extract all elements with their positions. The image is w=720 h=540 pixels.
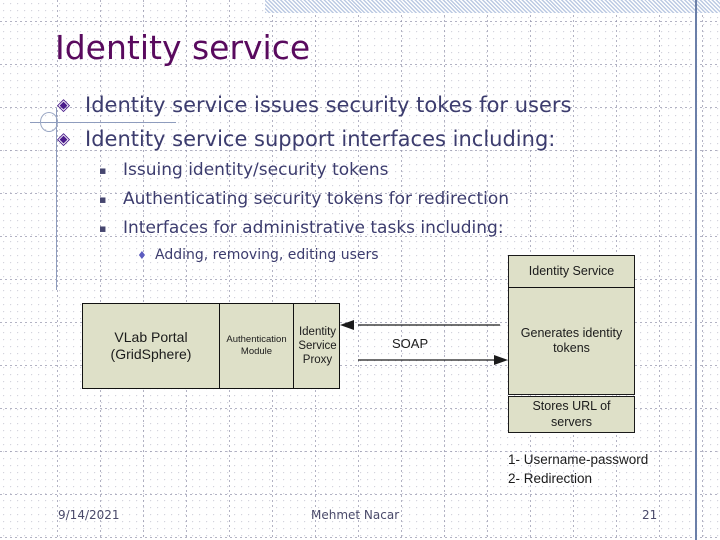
left-component-group: VLab Portal (GridSphere) Authentication … — [82, 303, 340, 389]
grid-line-vertical — [143, 0, 144, 540]
grid-line-horizontal — [0, 236, 720, 237]
right-accent-rule — [695, 0, 697, 540]
grid-line-vertical — [100, 0, 101, 540]
arrowhead-right-icon — [494, 355, 508, 365]
grid-line-vertical — [229, 0, 230, 540]
bullet-text: Adding, removing, editing users — [155, 247, 379, 263]
grid-line-horizontal — [0, 21, 720, 22]
auth-module-line2: Module — [240, 346, 273, 357]
bullet-text: Identity service issues security tokes f… — [85, 93, 572, 117]
decorative-vertical-line — [56, 108, 57, 290]
decorative-horizontal-line — [30, 122, 176, 123]
square-bullet-icon: ▪ — [99, 222, 107, 235]
grid-line-vertical — [272, 0, 273, 540]
grid-line-vertical — [659, 0, 660, 540]
footer-date: 9/14/2021 — [58, 508, 120, 522]
footer-author: Mehmet Nacar — [311, 508, 400, 522]
vlab-portal-line1: VLab Portal — [114, 328, 188, 345]
grid-line-horizontal — [0, 537, 720, 538]
grid-line-vertical — [487, 0, 488, 540]
grid-line-horizontal — [0, 279, 720, 280]
legend-item-1: 1- Username-password — [508, 452, 649, 467]
small-diamond-bullet-icon: ♦ — [137, 249, 147, 262]
bullet-item: ◈ Identity service support interfaces in… — [55, 122, 675, 156]
soap-connector-label: SOAP — [392, 336, 429, 351]
stores-line1: Stores URL of — [532, 399, 611, 414]
identity-service-proxy-box: Identity Service Proxy — [294, 304, 341, 388]
grid-line-vertical — [358, 0, 359, 540]
bullet-item: ▪ Interfaces for administrative tasks in… — [55, 214, 675, 243]
proxy-line1: Identity — [298, 325, 337, 338]
proxy-line3: Proxy — [302, 354, 333, 366]
arrowhead-left-icon — [340, 320, 354, 330]
grid-line-horizontal — [0, 408, 720, 409]
bullet-item: ♦ Adding, removing, editing users — [55, 243, 675, 268]
diagram-legend: 1- Username-password 2- Redirection — [508, 450, 648, 488]
vlab-portal-box: VLab Portal (GridSphere) — [83, 304, 220, 388]
bullet-text: Interfaces for administrative tasks incl… — [123, 218, 504, 238]
grid-line-horizontal — [0, 150, 720, 151]
bullet-text: Identity service support interfaces incl… — [85, 127, 556, 151]
footer-page-number: 21 — [642, 508, 658, 522]
grid-line-vertical — [186, 0, 187, 540]
grid-line-vertical — [315, 0, 316, 540]
grid-line-horizontal — [0, 365, 720, 366]
bullet-item: ◈ Identity service issues security tokes… — [55, 88, 675, 122]
slide-title: Identity service — [55, 28, 311, 67]
grid-line-vertical — [444, 0, 445, 540]
legend-item-2: 2- Redirection — [508, 471, 593, 486]
slide-footer: 9/14/2021 Mehmet Nacar 21 — [0, 508, 720, 530]
grid-line-vertical — [401, 0, 402, 540]
generates-identity-tokens-box: Generates identity tokens — [508, 288, 635, 395]
grid-line-vertical — [57, 0, 58, 540]
vlab-portal-line2: (GridSphere) — [110, 346, 192, 362]
decorative-circle-icon — [40, 112, 58, 132]
grid-line-horizontal — [0, 64, 720, 65]
bullet-item: ▪ Issuing identity/security tokens — [55, 156, 675, 185]
identity-service-header-text: Identity Service — [528, 263, 615, 278]
auth-module-line1: Authentication — [226, 334, 287, 346]
square-bullet-icon: ▪ — [99, 164, 107, 177]
grid-line-horizontal — [0, 107, 720, 108]
proxy-line2: Service — [298, 339, 337, 352]
grid-line-horizontal — [0, 322, 720, 323]
diamond-bullet-icon: ◈ — [57, 95, 71, 115]
bullet-item: ▪ Authenticating security tokens for red… — [55, 185, 675, 214]
grid-line-horizontal — [0, 193, 720, 194]
grid-line-horizontal — [0, 451, 720, 452]
square-bullet-icon: ▪ — [99, 193, 107, 206]
authentication-module-box: Authentication Module — [220, 304, 294, 388]
slide-body: ◈ Identity service issues security tokes… — [55, 88, 675, 268]
bullet-text: Issuing identity/security tokens — [123, 160, 389, 180]
grid-line-vertical — [702, 0, 703, 540]
generates-line2: tokens — [553, 341, 590, 355]
stores-url-of-servers-box: Stores URL of servers — [508, 396, 635, 433]
header-hatched-band — [265, 0, 720, 13]
stores-line2: servers — [551, 414, 592, 429]
grid-line-horizontal — [0, 494, 720, 495]
diamond-bullet-icon: ◈ — [57, 129, 71, 149]
generates-line1: Generates identity — [520, 325, 623, 340]
bullet-text: Authenticating security tokens for redir… — [123, 189, 510, 209]
identity-service-header-box: Identity Service — [508, 255, 635, 288]
